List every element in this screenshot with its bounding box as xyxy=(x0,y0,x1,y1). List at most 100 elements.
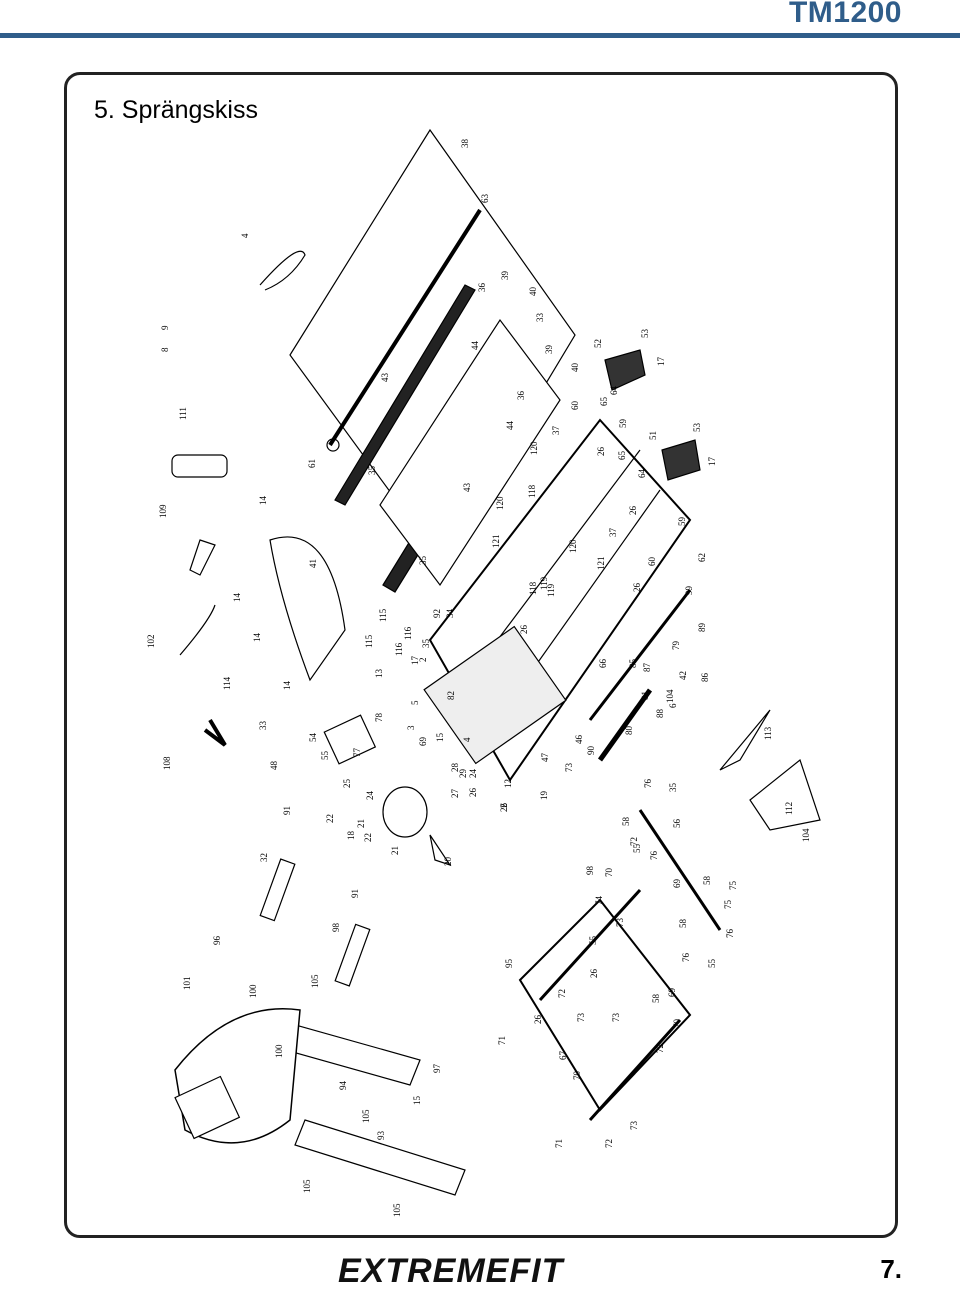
part-callout: 99 xyxy=(684,586,694,596)
part-callout: 91 xyxy=(282,806,292,815)
part-callout: 72 xyxy=(629,837,639,846)
part-callout: 86 xyxy=(700,673,710,683)
part-callout: 33 xyxy=(535,313,545,323)
part-callout: 15 xyxy=(412,1096,422,1106)
part-callout: 104 xyxy=(665,689,675,703)
part-callout: 116 xyxy=(394,642,404,656)
part-callout: 26 xyxy=(589,969,599,979)
part-callout: 77 xyxy=(352,748,362,758)
part-callout: 119 xyxy=(539,576,549,590)
part-callout: 113 xyxy=(763,726,773,740)
front-roller xyxy=(328,208,482,447)
part-callout: 17 xyxy=(656,357,666,367)
part-callout: 100 xyxy=(274,1044,284,1058)
part-callout: 119 xyxy=(546,583,556,597)
part-callout: 24 xyxy=(365,791,375,801)
part-callout: 13 xyxy=(374,669,384,679)
part-callout: 120 xyxy=(529,441,539,455)
part-callout: 55 xyxy=(632,844,642,854)
part-callout: 4 xyxy=(462,737,472,742)
part-callout: 118 xyxy=(528,581,538,595)
part-callout: 17 xyxy=(410,656,420,666)
part-callout: 72 xyxy=(604,1139,614,1148)
incline-bracket xyxy=(638,809,722,931)
model-name: TM1200 xyxy=(788,0,902,29)
part-callout: 80 xyxy=(624,726,634,736)
part-callout: 27 xyxy=(450,789,460,799)
rear-cover xyxy=(749,758,821,831)
part-callout: 93 xyxy=(376,1131,386,1141)
part-callout: 40 xyxy=(570,363,580,373)
part-callout: 37 xyxy=(551,426,561,436)
part-callout: 58 xyxy=(621,817,631,827)
part-callout: 53 xyxy=(640,329,650,339)
part-callout: 19 xyxy=(539,791,549,801)
part-callout: 26 xyxy=(628,506,638,516)
base-tube xyxy=(588,1018,682,1122)
part-callout: 64 xyxy=(637,469,647,479)
part-callout: 33 xyxy=(258,721,268,731)
part-callout: 34 xyxy=(445,609,455,619)
part-callout: 73 xyxy=(629,1121,639,1131)
part-callout: 121 xyxy=(596,557,606,571)
part-callout: 105 xyxy=(392,1203,402,1217)
part-callout: 118 xyxy=(527,484,537,498)
part-callout: 26 xyxy=(632,583,642,593)
part-callout: 95 xyxy=(504,959,514,969)
upright-right xyxy=(294,1119,466,1196)
part-callout: 15 xyxy=(435,733,445,743)
part-callout: 105 xyxy=(310,974,320,988)
part-callout: 81 xyxy=(640,691,650,700)
part-callout: 53 xyxy=(692,423,702,433)
part-callout: 35 xyxy=(668,783,678,793)
part-callout: 59 xyxy=(618,419,628,429)
part-callout: 29 xyxy=(458,769,468,779)
part-callout: 14 xyxy=(252,633,262,643)
part-callout: 75 xyxy=(728,881,738,891)
part-callout: 5 xyxy=(410,700,420,705)
part-callout: 48 xyxy=(269,761,279,771)
part-callout: 76 xyxy=(643,779,653,789)
part-callout: 60 xyxy=(647,557,657,567)
part-callout: 59 xyxy=(677,517,687,527)
part-callout: 35 xyxy=(418,556,428,566)
part-callout: 91 xyxy=(350,889,360,898)
rear-cover xyxy=(719,709,771,771)
part-callout: 72 xyxy=(557,989,567,998)
deck-board xyxy=(379,318,561,587)
part-callout: 2 xyxy=(418,658,428,663)
part-callout: 70 xyxy=(572,1071,582,1081)
header-rule xyxy=(0,33,960,38)
lower-tube xyxy=(588,589,692,721)
part-callout: 121 xyxy=(491,535,501,549)
handrail-grip xyxy=(334,923,371,987)
part-callout: 32 xyxy=(259,853,269,862)
part-callout: 26 xyxy=(533,1015,543,1025)
part-callout: 55 xyxy=(588,936,598,946)
part-callout: 108 xyxy=(162,756,172,770)
part-callout: 21 xyxy=(390,846,400,855)
part-callout: 111 xyxy=(178,407,188,420)
part-callout: 73 xyxy=(615,918,625,928)
part-callout: 24 xyxy=(468,769,478,779)
part-callout: 69 xyxy=(667,988,677,998)
part-callout: 69 xyxy=(672,879,682,889)
part-callout: 21 xyxy=(356,819,366,828)
part-callout: 101 xyxy=(182,977,192,991)
part-callout: 105 xyxy=(361,1109,371,1123)
part-callout: 20 xyxy=(443,857,453,867)
part-callout: 63 xyxy=(480,194,490,204)
part-callout: 39 xyxy=(544,345,554,355)
part-callout: 36 xyxy=(477,283,487,293)
drive-belt xyxy=(429,834,452,867)
part-callout: 44 xyxy=(505,421,515,431)
part-callout: 28 xyxy=(450,763,460,773)
part-callout: 12 xyxy=(503,779,513,788)
part-callout: 6 xyxy=(668,703,678,708)
part-callout: 14 xyxy=(232,593,242,603)
part-callout: 3 xyxy=(406,725,416,730)
part-callout: 98 xyxy=(585,866,595,876)
part-callout: 73 xyxy=(576,1013,586,1023)
part-callout: 69 xyxy=(418,737,428,747)
